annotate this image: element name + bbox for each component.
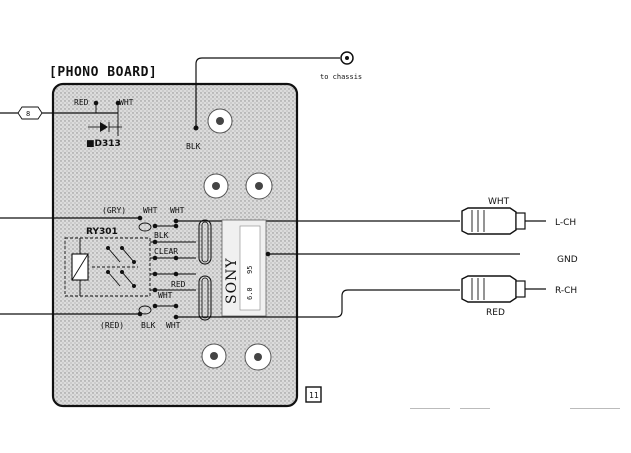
left-channel-label: L-CH [555, 218, 576, 228]
connector-ref: 8 [26, 110, 30, 118]
board-title: [PHONO BOARD] [49, 65, 157, 80]
phono-board-outline [51, 82, 299, 408]
wire-label-blk-ground: BLK [186, 142, 201, 151]
right-channel-label: R-CH [555, 286, 577, 296]
page-marker: 11 [305, 386, 322, 403]
ferrite-beads [198, 219, 212, 321]
part-code-2: 6.0 [246, 287, 254, 300]
right-cable-label: RED [486, 308, 505, 318]
wire-label-wht-mid: WHT [158, 291, 173, 300]
left-cable-label: WHT [488, 197, 510, 207]
relay-ry301: RY301 [64, 227, 151, 297]
wire-label-wht-b: WHT [170, 206, 185, 215]
wire-label-wht-top: WHT [119, 98, 134, 107]
wire-label-red-top: RED [74, 98, 89, 107]
part-brand: SONY [224, 257, 240, 304]
page-marker-text: 11 [309, 391, 319, 400]
rca-plug-left-icon [461, 207, 546, 235]
chassis-ground: to chassis [193, 51, 362, 131]
ground-label: GND [557, 255, 578, 265]
scan-noise [410, 408, 620, 409]
part-code-1: 95 [246, 266, 254, 274]
wire-label-red-mid: RED [171, 280, 186, 289]
wire-label-wht-a: WHT [143, 206, 158, 215]
diode-label: ■D313 [86, 139, 121, 149]
wire-label-wht-bottom: WHT [166, 321, 181, 330]
wire-label-blk-bottom: BLK [141, 321, 156, 330]
wire-label-gry: (GRY) [102, 206, 126, 215]
relay-label: RY301 [86, 227, 118, 237]
diode-d313-icon [88, 122, 122, 132]
mounting-holes [201, 108, 273, 371]
chassis-label: to chassis [320, 73, 362, 81]
connector-8: 8 [0, 106, 118, 120]
sony-component: SONY 95 6.0 [221, 219, 267, 317]
wire-label-red-bottom: (RED) [100, 321, 124, 330]
rca-plug-right-icon [461, 275, 546, 303]
wire-label-clear: CLEAR [154, 247, 178, 256]
wire-label-blk-mid: BLK [154, 231, 169, 240]
